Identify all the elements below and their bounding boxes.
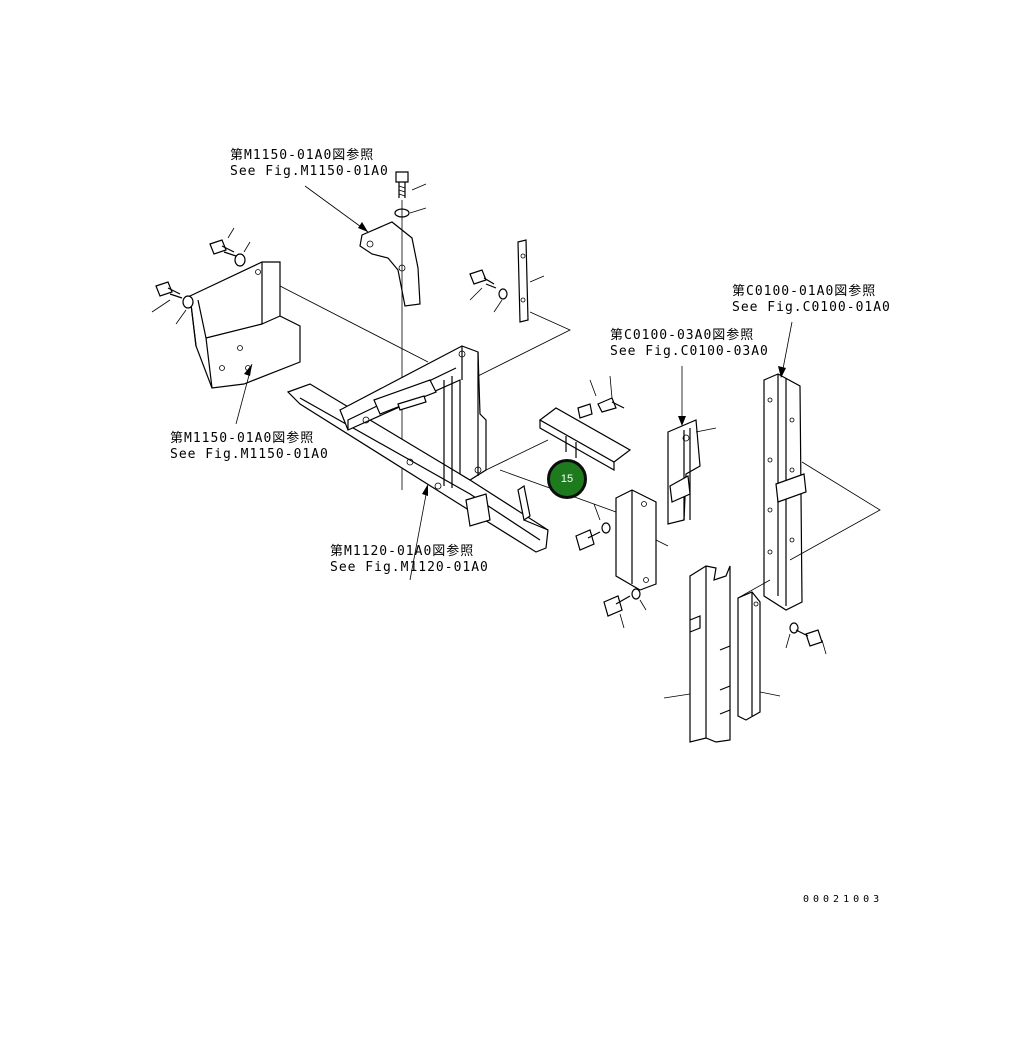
reference-label-left: 第M1150-01A0図参照 See Fig.M1150-01A0 [170, 431, 329, 463]
reference-jp: 第M1150-01A0図参照 [230, 148, 375, 163]
part-callout-15[interactable]: 15 [547, 459, 587, 499]
reference-en: See Fig.C0100-01A0 [732, 300, 891, 315]
reference-en: See Fig.M1150-01A0 [170, 447, 329, 462]
reference-jp: 第M1150-01A0図参照 [170, 431, 315, 446]
lower-center-panel [499, 469, 669, 629]
reference-label-frame: 第M1120-01A0図参照 See Fig.M1120-01A0 [330, 544, 489, 576]
reference-jp: 第C0100-01A0図参照 [732, 284, 877, 299]
left-bracket [151, 227, 301, 389]
reference-jp: 第C0100-03A0図参照 [610, 328, 755, 343]
reference-jp: 第M1120-01A0図参照 [330, 544, 475, 559]
right-upright-bracket [667, 419, 717, 525]
upright-post [469, 239, 545, 323]
callout-number: 15 [560, 473, 574, 485]
reference-label-top: 第M1150-01A0図参照 See Fig.M1150-01A0 [230, 148, 389, 180]
document-number: 00021003 [803, 894, 884, 905]
main-frame [286, 345, 549, 553]
reference-en: See Fig.M1120-01A0 [330, 560, 489, 575]
reference-en: See Fig.C0100-03A0 [610, 344, 769, 359]
tall-right-plate [763, 373, 881, 611]
notched-pieces [663, 565, 827, 743]
reference-label-tall-plate: 第C0100-01A0図参照 See Fig.C0100-01A0 [732, 284, 891, 316]
reference-en: See Fig.M1150-01A0 [230, 164, 389, 179]
reference-label-upright: 第C0100-03A0図参照 See Fig.C0100-03A0 [610, 328, 769, 360]
cover-plate [538, 375, 632, 472]
